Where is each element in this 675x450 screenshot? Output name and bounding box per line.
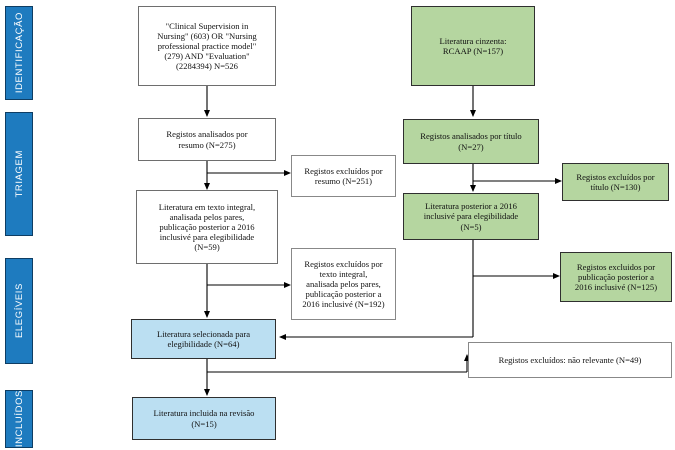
node-screened-title: Registos analisados por título (N=27) xyxy=(403,119,539,164)
node-fulltext-eligibility-text: Literatura em texto integral, analisada … xyxy=(158,201,256,253)
node-screened-abstract-text: Registos analisados por resumo (N=275) xyxy=(166,129,248,150)
stage-bar-elegiveis: ELEGÍVEIS xyxy=(5,258,33,364)
node-included-review-text: Literatura incluida na revisão (N=15) xyxy=(153,408,255,429)
stage-bar-incluidos: INCLUÍDOS xyxy=(5,390,33,448)
node-post2016-eligibility: Literatura posterior a 2016 inclusivé pa… xyxy=(403,193,539,240)
node-screened-abstract: Registos analisados por resumo (N=275) xyxy=(138,118,276,161)
node-selected-eligibility-text: Literatura selecionada para elegibilidad… xyxy=(156,328,251,349)
node-search-query-text: "Clinical Supervision in Nursing" (603) … xyxy=(157,20,257,72)
node-excluded-fulltext-text: Registos excluídos por texto integral, a… xyxy=(302,258,385,310)
node-post2016-eligibility-text: Literatura posterior a 2016 inclusivé pa… xyxy=(423,201,519,232)
node-search-query: "Clinical Supervision in Nursing" (603) … xyxy=(138,6,276,86)
stage-bar-identificacao: IDENTIFICAÇÃO xyxy=(5,6,33,100)
stage-label-triagem: TRIAGEM xyxy=(13,150,25,198)
stage-label-identificacao: IDENTIFICAÇÃO xyxy=(13,12,25,94)
node-excluded-abstract-text: Registos excluídos por resumo (N=251) xyxy=(304,165,383,186)
node-screened-title-text: Registos analisados por título (N=27) xyxy=(420,131,522,152)
node-selected-eligibility: Literatura selecionada para elegibilidad… xyxy=(131,319,276,359)
node-excluded-not-relevant: Registos excluídos: não relevante (N=49) xyxy=(468,342,672,378)
stage-label-incluidos: INCLUÍDOS xyxy=(13,390,25,448)
node-included-review: Literatura incluida na revisão (N=15) xyxy=(132,397,276,440)
node-excluded-title: Registos excluídos por título (N=130) xyxy=(562,163,669,201)
stage-label-elegiveis: ELEGÍVEIS xyxy=(13,283,25,339)
node-excluded-not-relevant-text: Registos excluídos: não relevante (N=49) xyxy=(498,354,642,365)
node-excluded-title-text: Registos excluídos por título (N=130) xyxy=(576,171,655,192)
stage-bar-triagem: TRIAGEM xyxy=(5,112,33,236)
node-excluded-publication-text: Registos excluidos por publicação poster… xyxy=(574,261,658,293)
node-excluded-publication: Registos excluidos por publicação poster… xyxy=(560,252,672,302)
node-grey-literature-text: Literatura cinzenta: RCAAP (N=157) xyxy=(439,35,507,56)
node-excluded-fulltext: Registos excluídos por texto integral, a… xyxy=(291,248,396,320)
node-excluded-abstract: Registos excluídos por resumo (N=251) xyxy=(291,155,396,197)
node-fulltext-eligibility: Literatura em texto integral, analisada … xyxy=(136,190,278,264)
node-grey-literature: Literatura cinzenta: RCAAP (N=157) xyxy=(411,6,535,86)
